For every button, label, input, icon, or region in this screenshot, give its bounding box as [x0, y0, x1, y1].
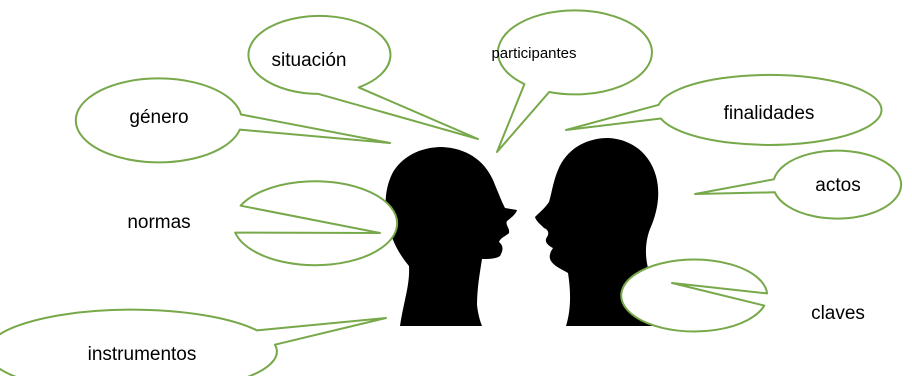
bubble-instrumentos-label: instrumentos — [88, 344, 197, 365]
bubble-normas: normas — [127, 180, 399, 267]
bubble-actos: actos — [694, 149, 903, 220]
bubble-situacion: situación — [247, 14, 479, 140]
bubble-claves: claves — [620, 258, 865, 333]
bubble-participantes-label: participantes — [491, 45, 576, 62]
bubble-actos-label: actos — [815, 175, 860, 196]
bubble-participantes: participantes — [491, 9, 653, 153]
bubble-genero-label: género — [129, 107, 188, 128]
bubble-instrumentos: instrumentos — [0, 308, 387, 376]
bubble-situacion-label: situación — [272, 50, 347, 71]
bubble-genero: género — [74, 77, 391, 164]
bubble-finalidades: finalidades — [565, 73, 883, 146]
bubble-normas-label: normas — [127, 212, 190, 233]
bubble-finalidades-label: finalidades — [724, 103, 815, 124]
bubble-claves-label: claves — [811, 303, 865, 324]
left-head-silhouette — [385, 147, 517, 326]
